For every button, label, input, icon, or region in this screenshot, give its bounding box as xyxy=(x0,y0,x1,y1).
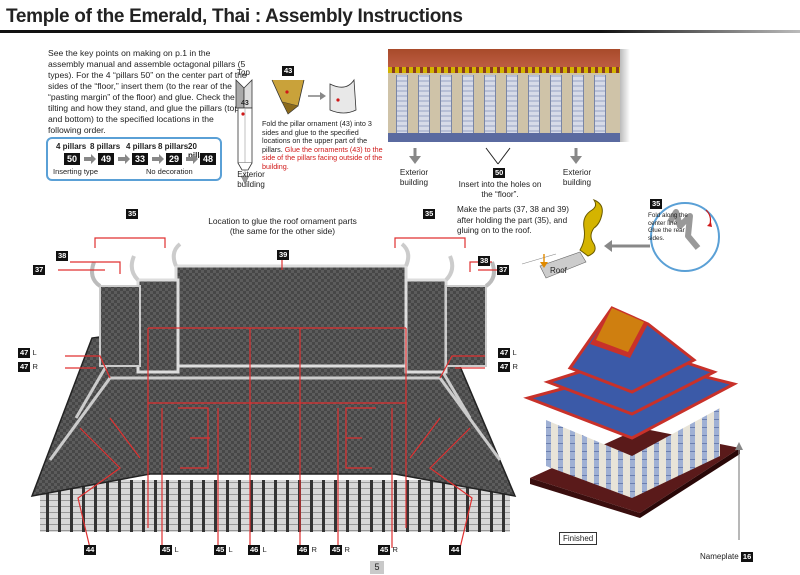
pillars-photo xyxy=(388,49,620,142)
roof-ornament-diagram xyxy=(521,198,720,279)
part-number: 47 xyxy=(18,348,31,358)
part-number: 29 xyxy=(166,153,182,165)
callout-47-left: 47 L xyxy=(18,348,37,358)
fold-instruction: Fold along the center line Glue the rear… xyxy=(648,212,688,242)
ornament-warning-text: Glue the ornaments (43) to the side of t… xyxy=(262,144,383,171)
part-number: 50 xyxy=(493,168,506,178)
part-number: 43 xyxy=(282,66,295,76)
page-number: 5 xyxy=(370,561,384,574)
pillar-diagram xyxy=(235,79,253,185)
pillar-count-1: 4 pillars xyxy=(56,142,87,151)
callout-bottom: 45 R xyxy=(378,545,398,555)
no-decoration-label: No decoration xyxy=(146,167,193,176)
callout-37: 37 xyxy=(497,265,510,275)
side-suffix: L xyxy=(512,348,517,357)
side-suffix: R xyxy=(512,362,518,371)
part-number: 33 xyxy=(132,153,148,165)
page-title: Temple of the Emerald, Thai : Assembly I… xyxy=(6,6,463,27)
part-number: 47 xyxy=(498,348,511,358)
callout-bottom: 45 R xyxy=(330,545,350,555)
part-number: 44 xyxy=(449,545,462,555)
callout-bottom: 44 xyxy=(84,545,97,555)
pillar-count-5: 20 pillars xyxy=(188,142,212,160)
side-suffix: R xyxy=(32,362,38,371)
part-number: 44 xyxy=(84,545,97,555)
side-suffix: R xyxy=(344,545,350,554)
callout-bottom: 46 R xyxy=(297,545,317,555)
pillar-count-2: 8 pillars xyxy=(90,142,121,151)
part-number: 35 xyxy=(650,199,663,209)
roof-location-text: Location to glue the roof ornament parts… xyxy=(208,216,357,236)
arrow-right-icon xyxy=(84,154,96,164)
callout-37: 37 xyxy=(33,265,46,275)
ornament-fold-diagram xyxy=(271,78,357,115)
pillar-count-3: 4 pillars xyxy=(126,142,157,151)
inserting-type-label: Inserting type xyxy=(53,167,99,176)
exterior-building-label: Exterior building xyxy=(237,170,265,189)
pillar-count-4: 8 pillars xyxy=(158,142,189,151)
roof-photo xyxy=(30,237,517,548)
callout-39: 39 xyxy=(277,250,290,260)
exterior-building-label: Exterior building xyxy=(399,168,429,187)
pillar-order-box: 4 pillars 8 pillars 4 pillars 8 pillars … xyxy=(46,137,222,181)
photo-edge-fade xyxy=(620,49,630,142)
callout-35: 35 xyxy=(423,209,436,219)
part-number: 45 xyxy=(378,545,391,555)
part-number: 45 xyxy=(160,545,173,555)
intro-text: See the key points on making on p.1 in t… xyxy=(48,48,247,135)
part-number: 50 xyxy=(64,153,80,165)
nameplate-label: Nameplate 16 xyxy=(700,552,754,562)
part-number: 16 xyxy=(740,552,754,562)
callout-bottom: 46 L xyxy=(248,545,267,555)
part-number: 48 xyxy=(200,153,216,165)
side-suffix: L xyxy=(262,545,267,554)
nameplate-pointer xyxy=(735,442,743,540)
pillar-part-label: 43 xyxy=(241,100,249,107)
finished-model-photo xyxy=(523,306,740,518)
part-number: 46 xyxy=(297,545,310,555)
side-suffix: R xyxy=(311,545,317,554)
nameplate-text: Nameplate xyxy=(700,552,739,561)
side-suffix: L xyxy=(32,348,37,357)
side-suffix: L xyxy=(228,545,233,554)
part-number: 46 xyxy=(248,545,261,555)
side-suffix: L xyxy=(174,545,179,554)
part-number: 49 xyxy=(98,153,114,165)
callout-38: 38 xyxy=(56,251,69,261)
make-parts-text: Make the parts (37, 38 and 39) after hol… xyxy=(457,205,569,235)
title-rule-fade xyxy=(600,30,800,33)
arrow-right-icon xyxy=(118,154,130,164)
ornament-instruction-text: Fold the pillar ornament (43) into 3 sid… xyxy=(262,119,372,154)
exterior-building-label: Exterior building xyxy=(562,168,592,187)
callout-bottom: 45 L xyxy=(214,545,233,555)
ornament-instruction: Fold the pillar ornament (43) into 3 sid… xyxy=(262,119,388,172)
callout-38: 38 xyxy=(478,256,491,266)
photo-arrows xyxy=(409,147,582,165)
part-number: 47 xyxy=(18,362,31,372)
callout-35: 35 xyxy=(126,209,139,219)
arrow-right-icon xyxy=(186,154,198,164)
callout-47-left: 47 L xyxy=(498,348,517,358)
callout-bottom: 44 xyxy=(449,545,462,555)
arrow-right-icon xyxy=(152,154,164,164)
part-number: 45 xyxy=(330,545,343,555)
top-label: Top xyxy=(237,68,250,77)
part-number: 47 xyxy=(498,362,511,372)
roof-label: Roof xyxy=(550,266,567,275)
callout-bottom: 45 L xyxy=(160,545,179,555)
insert-holes-text: Insert into the holes on the “floor”. xyxy=(458,180,542,199)
finished-label: Finished xyxy=(559,532,598,545)
title-rule xyxy=(0,30,800,33)
callout-47-right: 47 R xyxy=(498,362,518,372)
part-number: 45 xyxy=(214,545,227,555)
side-suffix: R xyxy=(392,545,398,554)
callout-47-right: 47 R xyxy=(18,362,38,372)
